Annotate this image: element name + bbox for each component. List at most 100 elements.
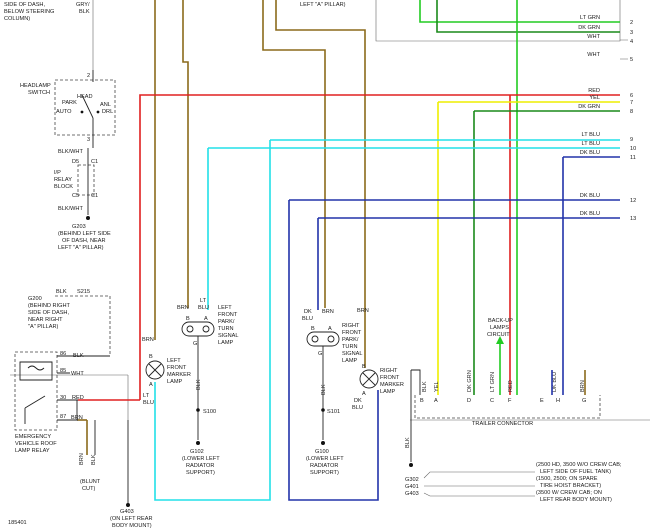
lf-turn-brn: BRN	[177, 305, 189, 311]
g100-note-2: RADIATOR	[310, 463, 338, 469]
ip-c1b: C1	[91, 193, 98, 199]
wire-10-label: LT BLU	[582, 141, 600, 147]
trailer-pin-a: A	[434, 398, 438, 404]
trailer-ground-leaders	[423, 471, 535, 497]
wire-dkgrn-3	[436, 0, 620, 33]
trailer-connector-box	[414, 395, 601, 419]
trailer-w-dkblu: DK BLU	[552, 372, 558, 392]
g203-label: G203	[72, 224, 86, 230]
g102-label: G102	[190, 449, 204, 455]
headlamp-switch-box	[54, 79, 116, 136]
wire-blk-trailer	[410, 369, 421, 462]
rf-turn-blu: BLU	[302, 316, 313, 322]
g203-note-1: (BEHIND LEFT SIDE	[58, 231, 111, 237]
wire-dkblu-13	[317, 217, 620, 310]
wire-11-num: 11	[630, 155, 636, 161]
lf-turn-title-6: LAMP	[218, 340, 234, 346]
wire-8-num: 8	[630, 109, 633, 115]
headlamp-head: HEAD	[77, 94, 93, 100]
lf-turn-bulb-1	[186, 325, 194, 333]
wire-7-num: 7	[630, 100, 633, 106]
rf-turn-title-4: TURN	[342, 344, 358, 350]
wire-ltblu-lf-marker	[154, 140, 271, 501]
trailer-pin-letters: B A D C F E H G	[420, 398, 586, 404]
trailer-pin-h: H	[556, 398, 560, 404]
wht-stubs	[620, 39, 628, 60]
lf-marker-blu: BLU	[143, 400, 154, 406]
g403-note-2: BODY MOUNT)	[112, 523, 152, 529]
wire-8-label: DK GRN	[578, 104, 600, 110]
rf-marker-b: B	[362, 364, 366, 370]
g102-note-1: (LOWER LEFT	[182, 456, 220, 462]
trailer-pin-f: F	[508, 398, 512, 404]
rf-turn-title-1: RIGHT	[342, 323, 360, 329]
relay-title-2: VEHICLE ROOF	[15, 441, 57, 447]
headlamp-anl: ANL	[100, 102, 111, 108]
lf-turn-title-2: FRONT	[218, 312, 238, 318]
relay-p87: 87	[60, 414, 66, 420]
trailer-w-red: RED	[508, 380, 514, 392]
wire-2-num: 2	[630, 20, 633, 26]
wire-label-column: LT GRN 2 DK GRN 3 WHT 4 WHT 5 RED 6 YEL …	[578, 15, 636, 222]
lf-turn-title-3: PARK/	[218, 319, 235, 325]
trailer-pin-e: E	[540, 398, 544, 404]
trailer-ground-g403: G403	[405, 491, 419, 497]
lf-marker-brn: BRN	[142, 337, 154, 343]
wire-12-num: 12	[630, 198, 636, 204]
rf-turn-g: G	[318, 351, 322, 357]
lf-turn-b: B	[186, 316, 190, 322]
switch-contact-2	[96, 110, 100, 114]
g100-ground-icon	[321, 441, 325, 445]
g200-note-1: (BEHIND RIGHT	[28, 303, 71, 309]
rf-turn-bulb-1	[311, 335, 319, 343]
grybk-1: GRY/	[76, 2, 90, 8]
wire-6-num: 6	[630, 93, 633, 99]
lf-marker-a: A	[149, 382, 153, 388]
rf-turn-title-5: SIGNAL	[342, 351, 363, 357]
ip-title-1: I/P	[54, 170, 61, 176]
rf-turn-brn: BRN	[322, 309, 334, 315]
trailer-w-yel: YEL	[434, 381, 440, 392]
lf-turn-title-1: LEFT	[218, 305, 232, 311]
lf-turn-bulb-2	[202, 325, 210, 333]
headlamp-title-1: HEADLAMP	[20, 83, 51, 89]
s100-label: S100	[203, 409, 216, 415]
dash-text-2: BELOW STEERING	[4, 9, 54, 15]
wire-dkblu-12	[288, 199, 620, 501]
wire-brn-rf-turn	[262, 0, 326, 308]
headlamp-auto: AUTO	[56, 109, 72, 115]
lf-turn-blk: BLK	[196, 379, 202, 390]
wire-6-label: RED	[588, 88, 600, 94]
rf-marker-title-3: MARKER	[380, 382, 404, 388]
wire-4-label: WHT	[587, 34, 600, 40]
switch-contact	[80, 110, 84, 114]
wire-13-num: 13	[630, 216, 636, 222]
lf-turn-g: G	[193, 341, 197, 347]
g200-label: G200	[28, 296, 42, 302]
ip-wire: BLK/WHT	[58, 206, 83, 212]
g100-note-3: SUPPORT)	[310, 470, 339, 476]
lf-marker-title-4: LAMP	[167, 379, 183, 385]
lf-turn-title-4: TURN	[218, 326, 234, 332]
ip-title-2: RELAY	[54, 177, 72, 183]
blunt-label-1: (BLUNT	[80, 479, 101, 485]
wire-2-label: LT GRN	[580, 15, 600, 21]
lf-marker-lamp-icon	[145, 360, 165, 380]
wire-red-6	[78, 94, 620, 401]
lf-turn-title-5: SIGNAL	[218, 333, 239, 339]
backup-arrow-icon	[496, 336, 504, 344]
wire-9-num: 9	[630, 137, 633, 143]
trailer-note-3: (1500, 2500; ON SPARE	[536, 476, 598, 482]
headlamp-pin3: 3	[87, 137, 90, 143]
s101-label: S101	[327, 409, 340, 415]
trailer-note-2: LEFT SIDE OF FUEL TANK)	[540, 469, 611, 475]
wire-brn-rf-marker	[275, 0, 366, 368]
g403-label: G403	[120, 509, 134, 515]
g203-note-2: OF DASH, NEAR	[62, 238, 106, 244]
rf-turn-a: A	[328, 326, 332, 332]
g403-note-1: (ON LEFT REAR	[110, 516, 152, 522]
relay-w30: RED	[72, 395, 84, 401]
wire-blk-s215	[55, 295, 111, 356]
trailer-note-4: TIRE HOIST BRACKET)	[540, 483, 601, 489]
